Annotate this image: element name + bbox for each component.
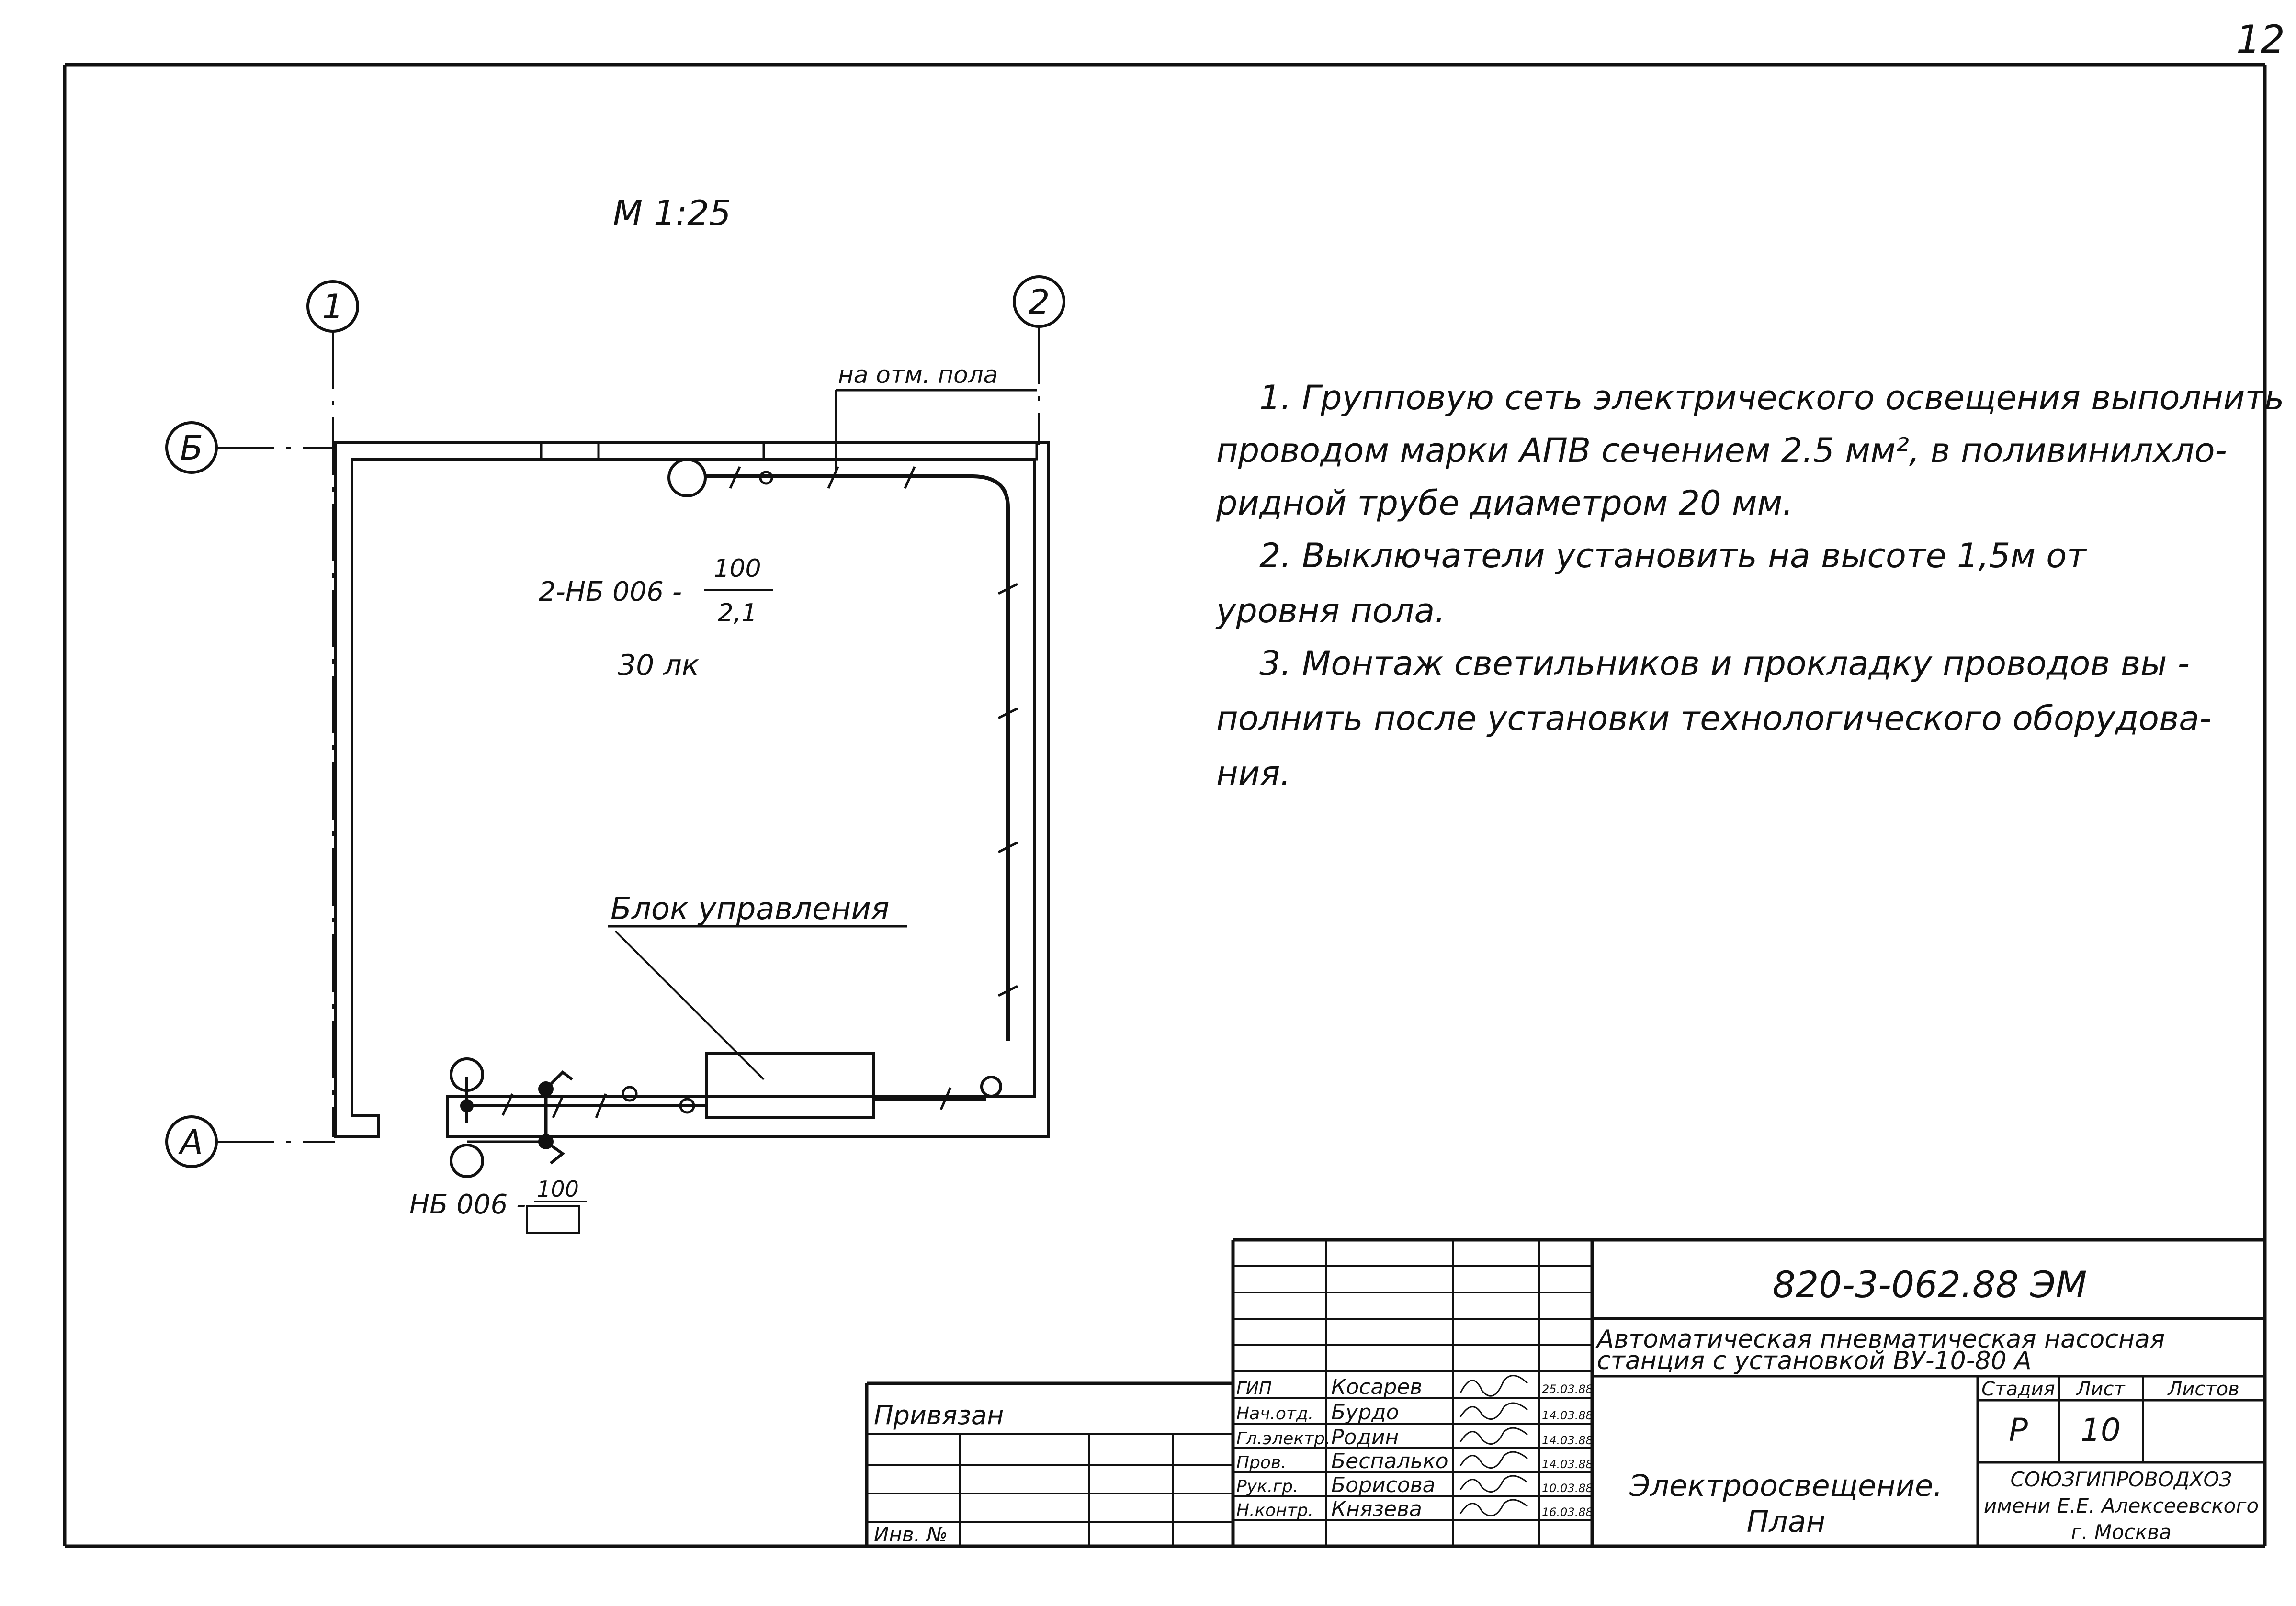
drawing-title-line1: Электроосвещение. [1629, 1468, 1943, 1503]
signature-role: Пров. [1236, 1453, 1287, 1472]
signature-row: ГИП Косарев 25.03.88 [1236, 1375, 1593, 1399]
sheets-label: Листов [2167, 1378, 2239, 1400]
signature-name: Бурдо [1331, 1400, 1399, 1425]
room-walls [334, 441, 1050, 1138]
axis-label-a: А [178, 1123, 203, 1162]
entry-lamp-2 [450, 1144, 484, 1178]
org-line1: СОЮЗГИПРОВОДХОЗ [2011, 1468, 2232, 1491]
axis-marker-2: 2 [1013, 275, 1065, 445]
note-line: ридной трубе диаметром 20 мм. [1216, 483, 1793, 523]
sheet-border [63, 63, 2267, 1548]
axis-marker-a: А [165, 1115, 335, 1168]
notes-block: 1. Групповую сеть электрического освещен… [1215, 378, 2284, 793]
note-line: уровня пола. [1215, 591, 1446, 630]
project-title-line2: станция с установкой ВУ-10-80 А [1597, 1347, 2032, 1375]
axis-label-b: Б [180, 428, 203, 468]
drawing-title-line2: План [1747, 1504, 1826, 1539]
signature-row: Пров. Беспалько 14.03.88 [1236, 1449, 1593, 1473]
signature-mark [1459, 1402, 1528, 1420]
signature-role: Рук.гр. [1236, 1477, 1298, 1496]
lamp-corner [980, 1076, 1002, 1098]
stage-label: Стадия [1981, 1378, 2055, 1400]
lamp-top [667, 458, 707, 497]
axis-marker-1: 1 [306, 280, 359, 1137]
switch-bottom-1 [622, 1086, 638, 1102]
switch-top [759, 471, 773, 485]
entry-lamp-label: НБ 006 - [409, 1189, 526, 1220]
control-unit-label: Блок управления [611, 891, 889, 927]
note-line: проводом марки АПВ сечением 2.5 мм², в п… [1216, 431, 2227, 470]
illuminance-label: 30 лк [618, 649, 699, 682]
org-line2: имени Е.Е. Алексеевского [1984, 1494, 2259, 1517]
control-unit-box [705, 1052, 875, 1119]
page-number: 12 [2236, 17, 2285, 62]
signature-row: Н.контр. Князева 16.03.88 [1236, 1497, 1593, 1521]
signature-mark [1459, 1499, 1528, 1516]
signature-row: Рук.гр. Борисова 10.03.88 [1236, 1473, 1593, 1497]
lamp-group-power: 100 [713, 554, 761, 583]
signature-name: Беспалько [1331, 1449, 1448, 1473]
lamp-group-height: 2,1 [718, 599, 758, 628]
note-line: 3. Монтаж светильников и прокладку прово… [1259, 644, 2190, 683]
scale-label: М 1:25 [613, 193, 731, 233]
entry-lamp-power: 100 [537, 1176, 579, 1202]
signature-name: Борисова [1331, 1473, 1436, 1497]
inv-label: Инв. № [874, 1523, 948, 1546]
title-block-grid [865, 1238, 2265, 1546]
wiring-run [450, 458, 1018, 1178]
signature-role: Н.контр. [1236, 1501, 1313, 1520]
signature-name: Родин [1331, 1425, 1399, 1449]
signature-mark [1459, 1375, 1528, 1397]
axis-label-1: 1 [322, 287, 344, 326]
project-title-line1: Автоматическая пневматическая насосная [1595, 1325, 2165, 1354]
signature-row: Нач.отд. Бурдо 14.03.88 [1236, 1400, 1593, 1425]
lamp-group-label: 2-НБ 006 - [539, 576, 682, 607]
signature-date: 14.03.88 [1542, 1434, 1593, 1447]
signature-date: 10.03.88 [1542, 1482, 1593, 1495]
signature-date: 14.03.88 [1542, 1458, 1593, 1471]
signature-mark [1459, 1427, 1528, 1445]
signature-mark [1459, 1475, 1528, 1493]
axis-marker-b: Б [165, 421, 335, 474]
switch-bottom-2 [679, 1098, 695, 1114]
signature-name: Косарев [1331, 1375, 1422, 1399]
sheet-value: 10 [2081, 1412, 2121, 1449]
org-line3: г. Москва [2071, 1520, 2172, 1544]
floor-mark-label: на отм. пола [838, 361, 998, 389]
signature-role: Гл.электр. [1236, 1429, 1330, 1449]
note-line: полнить после установки технологического… [1216, 699, 2211, 738]
signature-role: Нач.отд. [1236, 1404, 1313, 1424]
stage-value: Р [2009, 1412, 2028, 1449]
signature-row: Гл.электр. Родин 14.03.88 [1236, 1425, 1593, 1449]
document-code: 820-3-062.88 ЭМ [1773, 1263, 2087, 1306]
signature-role: ГИП [1236, 1379, 1272, 1398]
signature-date: 16.03.88 [1542, 1505, 1593, 1519]
entry-lamp-1 [450, 1057, 484, 1092]
signature-date: 14.03.88 [1542, 1409, 1593, 1422]
signature-name: Князева [1331, 1497, 1422, 1521]
note-line: ния. [1216, 754, 1291, 793]
axis-label-2: 2 [1029, 282, 1050, 322]
privyazan-label: Привязан [874, 1400, 1004, 1430]
signature-mark [1459, 1451, 1528, 1469]
note-line: 2. Выключатели установить на высоте 1,5м… [1259, 536, 2087, 575]
sheet-label: Лист [2075, 1378, 2126, 1400]
note-line: 1. Групповую сеть электрического освещен… [1259, 378, 2284, 417]
signature-date: 25.03.88 [1542, 1382, 1593, 1396]
